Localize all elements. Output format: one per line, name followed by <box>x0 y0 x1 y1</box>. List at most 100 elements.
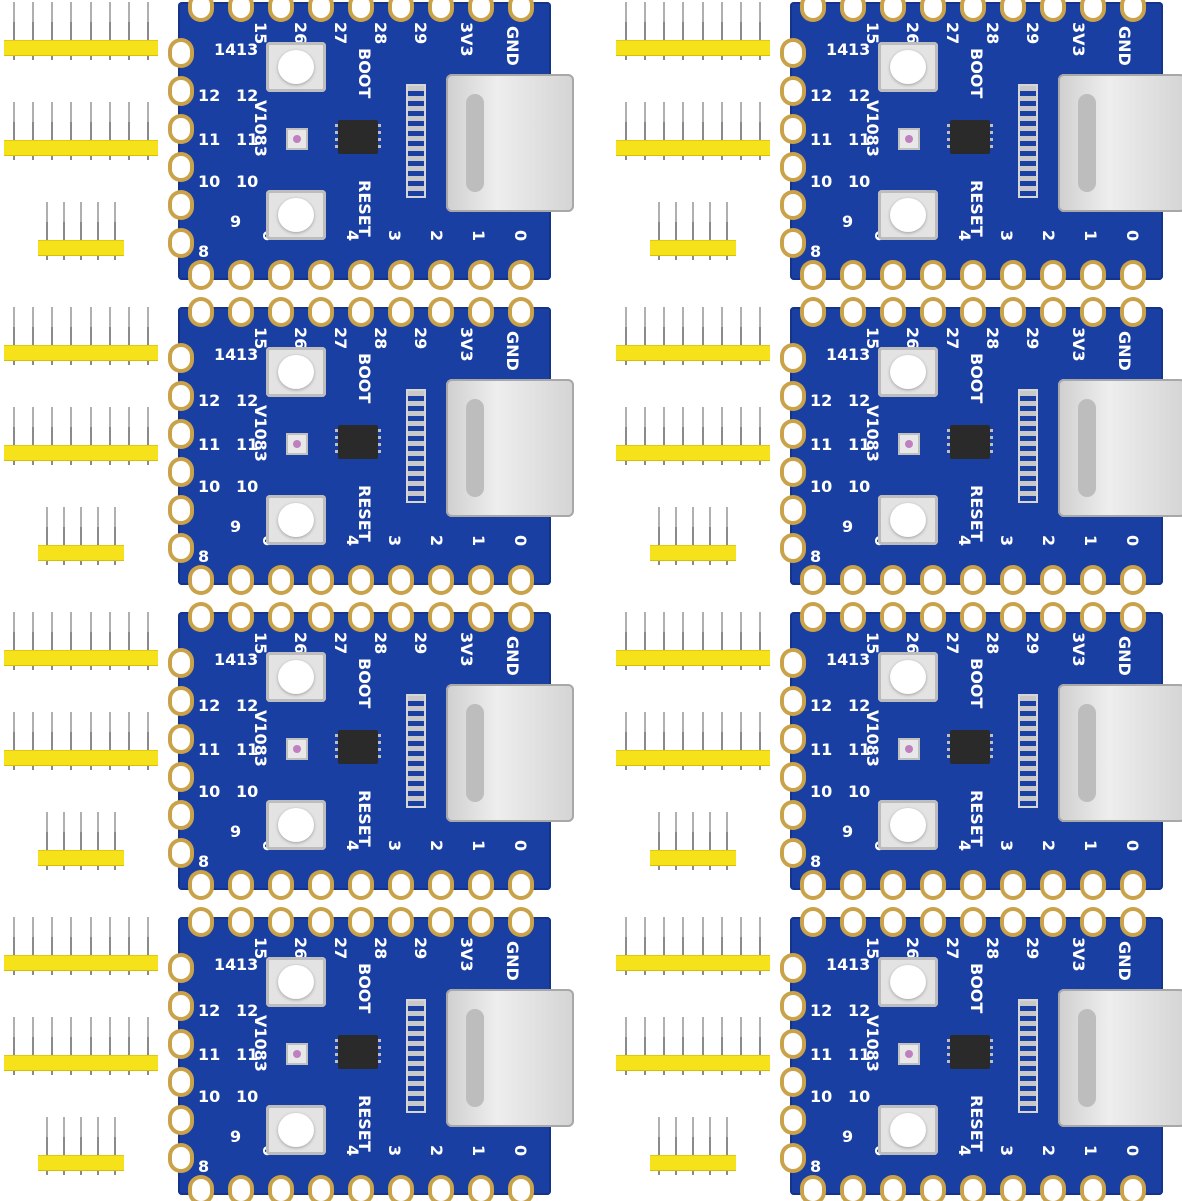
test-pads <box>406 999 426 1113</box>
header-pin <box>45 812 48 870</box>
reset-button <box>266 190 326 240</box>
pin-label: 11 <box>198 435 221 454</box>
castellated-pad <box>784 118 802 140</box>
pin-label: 11 <box>236 130 259 149</box>
pin-label: 28 <box>983 22 1002 45</box>
castellated-pad <box>924 569 942 591</box>
reset-label: RESET <box>967 485 986 542</box>
castellated-pad <box>784 42 802 64</box>
regulator-chip <box>335 730 381 764</box>
header-pin <box>31 407 34 465</box>
castellated-pad <box>192 911 210 933</box>
pin-label: 3V3 <box>1069 22 1088 57</box>
pin-label: 29 <box>411 327 430 350</box>
castellated-pad <box>172 499 190 521</box>
header-pin <box>701 712 704 770</box>
castellated-pad <box>784 842 802 864</box>
castellated-pad <box>192 301 210 323</box>
castellated-pad <box>1124 569 1142 591</box>
castellated-pad <box>784 80 802 102</box>
header-pin <box>692 202 694 260</box>
pin-label: 10 <box>848 782 871 801</box>
header-pin <box>740 407 743 465</box>
header-pin <box>128 307 131 365</box>
pin-label: 10 <box>236 172 259 191</box>
pin-label: 12 <box>810 696 833 715</box>
header-pin <box>45 507 48 565</box>
header-pin <box>663 102 666 160</box>
castellated-pad <box>472 606 490 628</box>
pin-label: 12 <box>236 86 259 105</box>
pin-label: 10 <box>236 1087 259 1106</box>
pin-label: 26 <box>291 327 310 350</box>
castellated-pad <box>924 606 942 628</box>
castellated-pad <box>512 0 530 18</box>
pin-label: 28 <box>983 937 1002 960</box>
header-pin <box>51 917 54 975</box>
pin-label: 26 <box>903 632 922 655</box>
castellated-pad <box>352 911 370 933</box>
pin-label: GND <box>503 941 522 981</box>
castellated-pad <box>1044 264 1062 286</box>
header-housing <box>616 40 770 56</box>
header-pin <box>643 102 646 160</box>
pin-label: 3 <box>385 1145 404 1157</box>
header-strip-8pin <box>616 712 770 770</box>
header-pin <box>89 1017 92 1075</box>
board-kit: 15262728293V3GND5V1413121110981211106543… <box>0 606 574 896</box>
header-pin <box>720 2 723 60</box>
castellated-pad <box>272 874 290 896</box>
header-pin <box>108 307 111 365</box>
castellated-pad <box>272 569 290 591</box>
reset-label: RESET <box>355 1095 374 1152</box>
pin-label: 0 <box>1123 535 1142 547</box>
castellated-pad <box>172 385 190 407</box>
pin-label: 10 <box>236 477 259 496</box>
regulator-chip <box>947 730 993 764</box>
header-pin <box>31 612 34 670</box>
usb-c-connector <box>446 989 574 1127</box>
header-pin <box>128 917 131 975</box>
castellated-pad <box>232 874 250 896</box>
pin-label: 9 <box>842 822 854 841</box>
dev-board: 15262728293V3GND5V1413121110981211106543… <box>172 301 574 591</box>
reset-button <box>878 1105 938 1155</box>
header-pin <box>740 102 743 160</box>
header-pin <box>701 307 704 365</box>
castellated-pad <box>964 874 982 896</box>
header-pin <box>70 612 73 670</box>
castellated-pad <box>472 0 490 18</box>
castellated-pad <box>512 911 530 933</box>
pin-label: 1 <box>469 535 488 547</box>
header-pin <box>89 712 92 770</box>
pin-label: 3V3 <box>1069 327 1088 362</box>
test-pads <box>1018 389 1038 503</box>
pin-label: 11 <box>236 1045 259 1064</box>
pin-label: 14 <box>826 650 849 669</box>
pin-label: 2 <box>1039 1145 1058 1157</box>
header-pin <box>31 307 34 365</box>
header-pin <box>108 1017 111 1075</box>
boot-label: BOOT <box>355 353 374 404</box>
boot-button <box>266 652 326 702</box>
pin-label: 9 <box>230 517 242 536</box>
pin-label: 12 <box>810 1001 833 1020</box>
regulator-chip <box>335 120 381 154</box>
castellated-pad <box>172 194 190 216</box>
header-pin <box>759 102 762 160</box>
header-pin <box>674 507 677 565</box>
castellated-pad <box>472 301 490 323</box>
pin-label: 14 <box>826 955 849 974</box>
regulator-chip <box>335 425 381 459</box>
castellated-pad <box>784 194 802 216</box>
dev-board: 15262728293V3GND5V1413121110981211106543… <box>172 0 574 286</box>
castellated-pad <box>844 606 862 628</box>
header-pin <box>108 102 111 160</box>
pin-label: 0 <box>1123 1145 1142 1157</box>
header-housing <box>4 445 158 461</box>
castellated-pad <box>432 301 450 323</box>
pin-label: 11 <box>810 130 833 149</box>
header-pin <box>108 712 111 770</box>
pin-label: 8 <box>810 242 822 261</box>
castellated-pad <box>784 385 802 407</box>
